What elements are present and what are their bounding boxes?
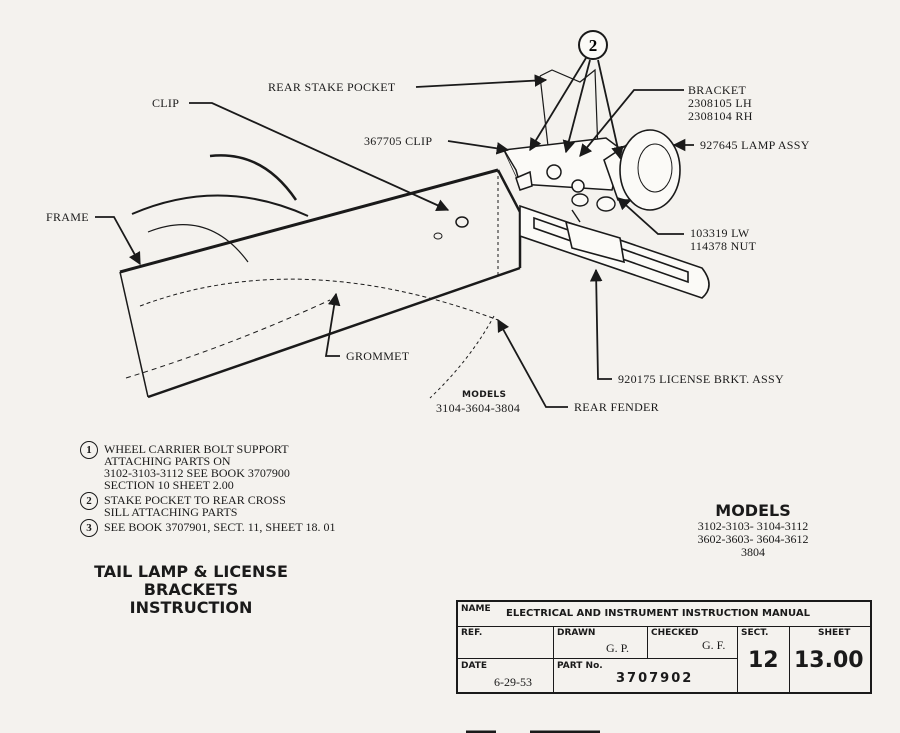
models-line: 3804 xyxy=(741,545,765,559)
date-caption: DATE xyxy=(461,661,488,671)
main-title: TAIL LAMP & LICENSE BRACKETS INSTRUCTION xyxy=(46,563,336,617)
date-cell: DATE 6-29-53 xyxy=(458,659,554,692)
bracket-assembly xyxy=(502,137,623,193)
part-value: 3707902 xyxy=(616,671,694,686)
fender-curves xyxy=(125,154,499,399)
bolt-hole-icon xyxy=(455,216,469,228)
label-bracket: BRACKET xyxy=(688,83,747,97)
leader-lines xyxy=(95,57,694,408)
label-bracket-rh: 2308104 RH xyxy=(688,109,753,123)
label-rear-stake-pocket: REAR STAKE POCKET xyxy=(268,80,396,94)
stake-pocket xyxy=(539,68,599,153)
note-line: SILL ATTACHING PARTS xyxy=(104,505,238,519)
notes-list: 1 WHEEL CARRIER BOLT SUPPORT ATTACHING P… xyxy=(80,441,400,540)
name-caption: NAME xyxy=(461,604,491,614)
main-title-line1: TAIL LAMP & LICENSE BRACKETS xyxy=(94,562,288,599)
main-title-line2: INSTRUCTION xyxy=(129,598,253,617)
sheet-caption: SHEET xyxy=(818,628,851,638)
label-lw: 103319 LW xyxy=(690,226,750,240)
ref-caption: REF. xyxy=(461,628,483,638)
part-cell: PART No. 3707902 xyxy=(554,659,738,692)
callout-circle-2: 2 xyxy=(578,30,608,60)
nut-washer xyxy=(571,193,616,223)
models-line: 3102-3103- 3104-3112 xyxy=(697,519,809,533)
drawn-cell: DRAWN G. P. xyxy=(554,626,648,659)
checked-cell: CHECKED G. F. xyxy=(648,626,738,659)
label-lamp-assy: 927645 LAMP ASSY xyxy=(700,138,810,152)
label-models-small-list: 3104-3604-3804 xyxy=(436,401,521,415)
title-block-name-row: NAME ELECTRICAL AND INSTRUMENT INSTRUCTI… xyxy=(458,602,870,627)
note-number: 1 xyxy=(80,441,98,459)
checked-value: G. F. xyxy=(702,638,726,652)
label-frame: FRAME xyxy=(46,210,89,224)
sheet-value: 13.00 xyxy=(794,648,864,673)
note-item: 3 SEE BOOK 3707901, SECT. 11, SHEET 18. … xyxy=(80,519,400,537)
label-367705-clip: 367705 CLIP xyxy=(364,134,433,148)
name-value: ELECTRICAL AND INSTRUMENT INSTRUCTION MA… xyxy=(506,608,810,619)
license-bracket xyxy=(519,204,710,299)
part-caption: PART No. xyxy=(557,661,603,671)
label-rear-fender: REAR FENDER xyxy=(574,400,659,414)
ref-cell: REF. xyxy=(458,626,554,659)
models-title: MODELS xyxy=(715,501,791,520)
note-line: WHEEL CARRIER BOLT SUPPORT xyxy=(104,442,289,456)
label-bracket-lh: 2308105 LH xyxy=(688,96,752,110)
date-value: 6-29-53 xyxy=(494,675,532,689)
label-models-small: MODELS xyxy=(462,390,507,400)
note-line: 3102-3103-3112 SEE BOOK 3707900 xyxy=(104,466,290,480)
checked-caption: CHECKED xyxy=(651,628,699,638)
drawn-value: G. P. xyxy=(606,641,630,655)
note-item: 1 WHEEL CARRIER BOLT SUPPORT ATTACHING P… xyxy=(80,441,400,492)
sect-cell: SECT. 12 xyxy=(738,626,790,692)
label-license-brkt: 920175 LICENSE BRKT. ASSY xyxy=(618,372,784,386)
svg-text:2: 2 xyxy=(589,36,598,55)
note-line: ATTACHING PARTS ON xyxy=(104,454,231,468)
note-number: 3 xyxy=(80,519,98,537)
label-nut: 114378 NUT xyxy=(690,239,757,253)
models-line: 3602-3603- 3604-3612 xyxy=(697,532,809,546)
note-line: STAKE POCKET TO REAR CROSS xyxy=(104,493,286,507)
models-block: MODELS 3102-3103- 3104-3112 3602-3603- 3… xyxy=(660,502,846,559)
tail-lamp xyxy=(603,129,681,211)
title-block: NAME ELECTRICAL AND INSTRUMENT INSTRUCTI… xyxy=(456,600,872,694)
note-line: SECTION 10 SHEET 2.00 xyxy=(104,478,234,492)
drawn-caption: DRAWN xyxy=(557,628,596,638)
label-clip: CLIP xyxy=(152,96,180,110)
sect-caption: SECT. xyxy=(741,628,769,638)
frame-rail xyxy=(119,168,522,399)
label-grommet: GROMMET xyxy=(346,349,410,363)
note-item: 2 STAKE POCKET TO REAR CROSS SILL ATTACH… xyxy=(80,492,400,519)
sheet-cell: SHEET 13.00 xyxy=(790,626,870,692)
note-line: SEE BOOK 3707901, SECT. 11, SHEET 18. 01 xyxy=(104,520,336,534)
note-number: 2 xyxy=(80,492,98,510)
sect-value: 12 xyxy=(748,648,779,673)
